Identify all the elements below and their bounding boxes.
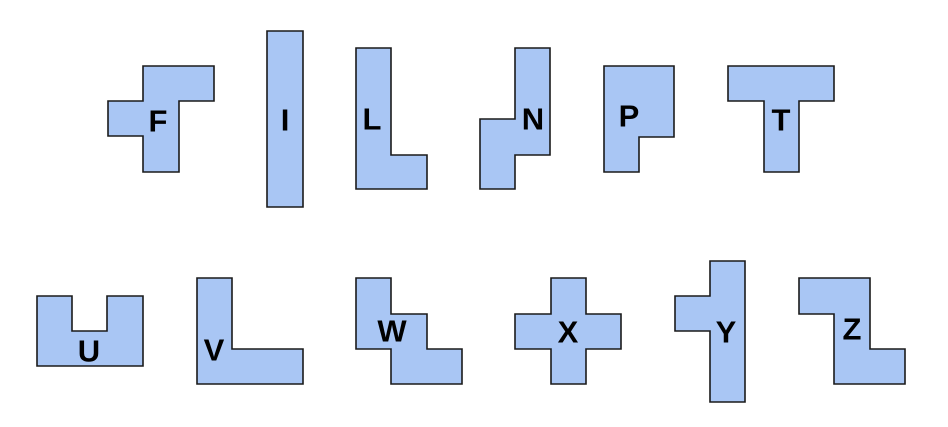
piece-n-label: N [522, 102, 544, 137]
piece-n-shape [479, 47, 551, 190]
piece-f-label: F [149, 104, 168, 139]
piece-y-label: Y [716, 315, 737, 350]
piece-t: T [727, 65, 835, 173]
piece-v-shape [196, 277, 304, 385]
piece-f-shape [107, 65, 215, 173]
piece-l-label: L [363, 102, 382, 137]
piece-z-label: Z [843, 312, 862, 347]
piece-p-label: P [619, 99, 640, 134]
piece-f: F [107, 65, 215, 173]
piece-x-shape [514, 277, 622, 385]
piece-v: V [196, 277, 304, 385]
piece-z-shape [798, 277, 906, 385]
piece-w-shape [355, 277, 463, 385]
piece-u-label: U [78, 334, 100, 369]
piece-u: U [36, 295, 144, 369]
piece-i-shape [266, 30, 304, 208]
piece-l: L [355, 47, 428, 190]
piece-w: W [355, 277, 463, 385]
piece-p: P [603, 65, 675, 173]
piece-v-label: V [204, 333, 225, 368]
piece-z: Z [798, 277, 906, 385]
piece-x: X [514, 277, 622, 385]
piece-t-label: T [772, 103, 791, 138]
piece-i-label: I [281, 103, 290, 138]
piece-y-shape [674, 260, 746, 403]
piece-l-shape [355, 47, 428, 190]
piece-i: I [266, 30, 304, 208]
piece-p-shape [603, 65, 675, 173]
piece-w-label: W [377, 314, 407, 349]
piece-x-label: X [558, 315, 579, 350]
piece-y: Y [674, 260, 746, 403]
piece-n: N [479, 47, 551, 190]
piece-u-shape [36, 295, 144, 367]
piece-t-shape [727, 65, 835, 173]
